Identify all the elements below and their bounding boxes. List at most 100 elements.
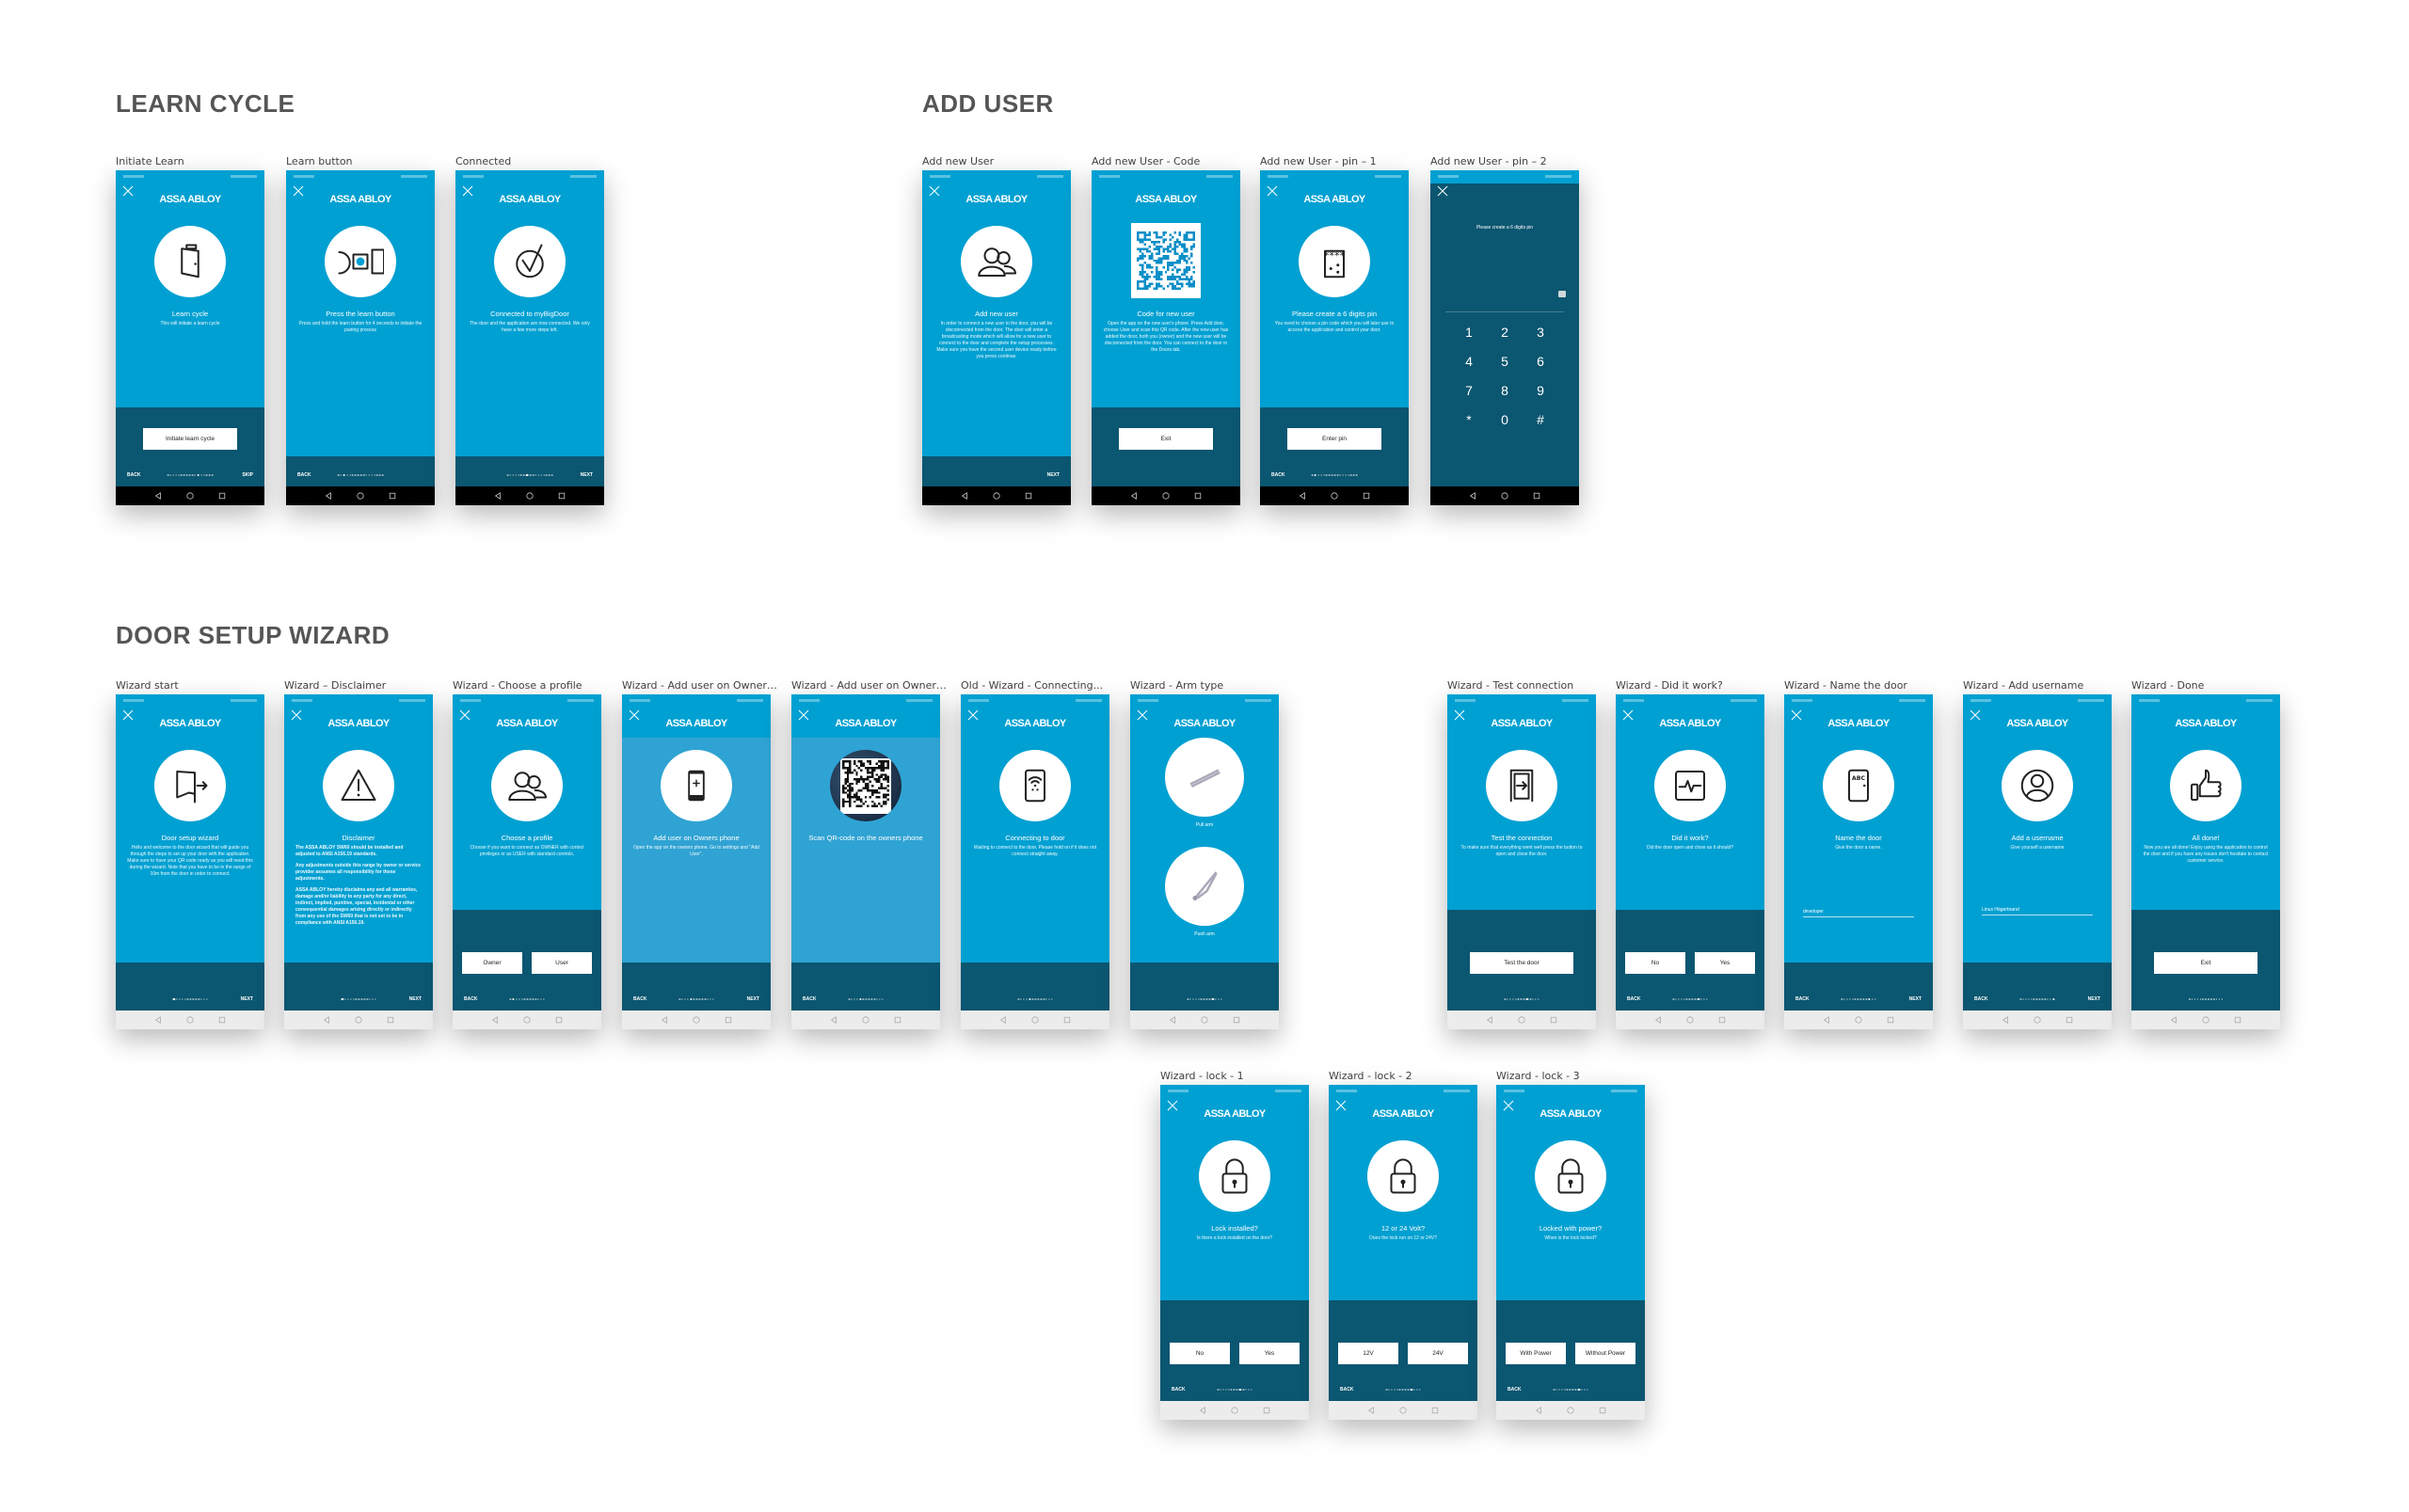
back-nav-icon[interactable]	[2002, 1016, 2009, 1024]
home-nav-icon[interactable]	[2202, 1016, 2210, 1024]
close-icon[interactable]	[929, 185, 940, 197]
close-icon[interactable]	[293, 185, 304, 197]
user-button[interactable]: User	[532, 952, 592, 974]
recents-nav-icon[interactable]	[1431, 1407, 1439, 1414]
close-icon[interactable]	[122, 709, 134, 721]
back-nav-icon[interactable]	[1130, 492, 1138, 500]
home-nav-icon[interactable]	[1031, 1016, 1039, 1024]
back-nav-icon[interactable]	[1654, 1016, 1662, 1024]
back-button[interactable]: BACK	[1795, 996, 1810, 1002]
back-nav-icon[interactable]	[1169, 1016, 1176, 1024]
enter-pin-button[interactable]: Enter pin	[1287, 428, 1381, 450]
keypad-key[interactable]: 9	[1537, 383, 1544, 398]
yes-button[interactable]: Yes	[1239, 1343, 1300, 1364]
keypad-key[interactable]: 2	[1501, 325, 1508, 340]
recents-nav-icon[interactable]	[218, 492, 226, 500]
back-nav-icon[interactable]	[154, 1016, 162, 1024]
back-nav-icon[interactable]	[1299, 492, 1306, 500]
keypad-key[interactable]: 5	[1501, 354, 1508, 369]
yes-button[interactable]: Yes	[1695, 952, 1755, 974]
back-nav-icon[interactable]	[1823, 1016, 1830, 1024]
recents-nav-icon[interactable]	[2066, 1016, 2073, 1024]
recents-nav-icon[interactable]	[725, 1016, 732, 1024]
back-nav-icon[interactable]	[1486, 1016, 1493, 1024]
home-nav-icon[interactable]	[2034, 1016, 2041, 1024]
skip-button[interactable]: SKIP	[242, 472, 253, 478]
back-nav-icon[interactable]	[999, 1016, 1007, 1024]
home-nav-icon[interactable]	[993, 492, 1000, 500]
recents-nav-icon[interactable]	[389, 492, 396, 500]
next-button[interactable]: NEXT	[1908, 996, 1922, 1002]
back-nav-icon[interactable]	[1367, 1407, 1375, 1414]
back-button[interactable]: BACK	[127, 472, 141, 478]
recents-nav-icon[interactable]	[1263, 1407, 1270, 1414]
back-nav-icon[interactable]	[1199, 1407, 1206, 1414]
next-button[interactable]: NEXT	[746, 996, 759, 1002]
no-button[interactable]: No	[1625, 952, 1685, 974]
home-nav-icon[interactable]	[1201, 1016, 1208, 1024]
back-nav-icon[interactable]	[491, 1016, 499, 1024]
back-button[interactable]: BACK	[464, 996, 478, 1002]
close-icon[interactable]	[1137, 709, 1148, 721]
exit-button[interactable]: Exit	[1119, 428, 1213, 450]
recents-nav-icon[interactable]	[218, 1016, 226, 1024]
back-nav-icon[interactable]	[2170, 1016, 2178, 1024]
with-power-button[interactable]: With Power	[1506, 1343, 1566, 1364]
next-button[interactable]: NEXT	[1046, 472, 1060, 478]
close-icon[interactable]	[462, 185, 473, 197]
home-nav-icon[interactable]	[1399, 1407, 1407, 1414]
close-icon[interactable]	[1454, 709, 1465, 721]
back-button[interactable]: BACK	[1627, 996, 1641, 1002]
keypad-key[interactable]: 1	[1465, 325, 1473, 340]
keypad-key[interactable]: #	[1537, 412, 1544, 427]
next-button[interactable]: NEXT	[2087, 996, 2100, 1002]
next-button[interactable]: NEXT	[580, 472, 593, 478]
recents-nav-icon[interactable]	[555, 1016, 563, 1024]
home-nav-icon[interactable]	[1501, 492, 1508, 500]
back-nav-icon[interactable]	[830, 1016, 838, 1024]
keypad-key[interactable]: 3	[1537, 325, 1544, 340]
next-button[interactable]: NEXT	[408, 996, 422, 1002]
12v-button[interactable]: 12V	[1338, 1343, 1398, 1364]
close-icon[interactable]	[291, 709, 302, 721]
24v-button[interactable]: 24V	[1408, 1343, 1468, 1364]
back-button[interactable]: BACK	[1974, 996, 1988, 1002]
close-icon[interactable]	[1335, 1100, 1347, 1111]
home-nav-icon[interactable]	[862, 1016, 869, 1024]
without-power-button[interactable]: Without Power	[1575, 1343, 1635, 1364]
recents-nav-icon[interactable]	[1599, 1407, 1606, 1414]
recents-nav-icon[interactable]	[1194, 492, 1202, 500]
home-nav-icon[interactable]	[1567, 1407, 1574, 1414]
close-icon[interactable]	[459, 709, 471, 721]
home-nav-icon[interactable]	[355, 1016, 362, 1024]
close-icon[interactable]	[1791, 709, 1802, 721]
back-nav-icon[interactable]	[661, 1016, 668, 1024]
recents-nav-icon[interactable]	[1363, 492, 1370, 500]
close-icon[interactable]	[1503, 1100, 1514, 1111]
recents-nav-icon[interactable]	[558, 492, 566, 500]
home-nav-icon[interactable]	[693, 1016, 700, 1024]
home-nav-icon[interactable]	[1331, 492, 1338, 500]
back-button[interactable]: BACK	[803, 996, 817, 1002]
home-nav-icon[interactable]	[357, 492, 364, 500]
back-button[interactable]: BACK	[297, 472, 311, 478]
home-nav-icon[interactable]	[1231, 1407, 1238, 1414]
recents-nav-icon[interactable]	[1533, 492, 1540, 500]
recents-nav-icon[interactable]	[1887, 1016, 1894, 1024]
recents-nav-icon[interactable]	[1063, 1016, 1071, 1024]
recents-nav-icon[interactable]	[894, 1016, 901, 1024]
back-button[interactable]: BACK	[1271, 472, 1285, 478]
close-icon[interactable]	[798, 709, 809, 721]
next-button[interactable]: NEXT	[240, 996, 253, 1002]
home-nav-icon[interactable]	[1518, 1016, 1525, 1024]
close-icon[interactable]	[1437, 185, 1448, 197]
recents-nav-icon[interactable]	[387, 1016, 394, 1024]
recents-nav-icon[interactable]	[1550, 1016, 1557, 1024]
home-nav-icon[interactable]	[186, 492, 194, 500]
back-nav-icon[interactable]	[1469, 492, 1476, 500]
home-nav-icon[interactable]	[523, 1016, 531, 1024]
home-nav-icon[interactable]	[526, 492, 534, 500]
home-nav-icon[interactable]	[186, 1016, 194, 1024]
close-icon[interactable]	[1267, 185, 1278, 197]
close-icon[interactable]	[967, 709, 979, 721]
